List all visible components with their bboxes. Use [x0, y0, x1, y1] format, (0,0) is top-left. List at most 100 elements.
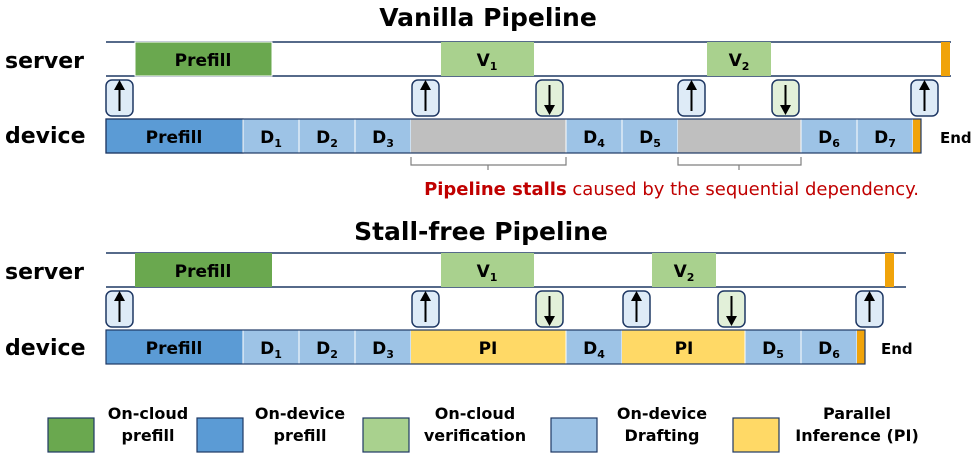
- drafting-block: [298, 118, 356, 154]
- svg-text:D1: D1: [260, 128, 282, 150]
- legend-item-device-drafting: On-device Drafting: [550, 404, 707, 453]
- stallfree-title: Stall-free Pipeline: [354, 217, 608, 246]
- upload-arrow-icon: [622, 290, 651, 328]
- verification-label-1: V: [477, 51, 491, 71]
- svg-text:D6: D6: [818, 339, 840, 361]
- vanilla-server-label: server: [5, 49, 84, 74]
- legend-label: On-device: [617, 404, 707, 423]
- upload-arrow-icon: [411, 290, 440, 328]
- stallfree-server-label: server: [5, 260, 84, 285]
- svg-text:D3: D3: [372, 339, 394, 361]
- legend-label: On-cloud: [435, 404, 515, 423]
- svg-text:V1: V1: [477, 51, 498, 73]
- drafting-block: [565, 118, 623, 154]
- upload-arrow-icon: [677, 79, 706, 117]
- stall-brackets: [410, 157, 802, 170]
- legend-label: prefill: [121, 426, 174, 445]
- stallfree-server-lane: Prefill V1 V2: [106, 252, 906, 288]
- legend-item-cloud-verification: On-cloud verification: [362, 404, 526, 453]
- svg-text:D4: D4: [583, 339, 605, 361]
- legend-item-cloud-prefill: On-cloud prefill: [47, 404, 188, 453]
- end-label: End: [940, 129, 972, 147]
- legend-label: verification: [424, 426, 526, 445]
- legend-label: Inference (PI): [795, 426, 919, 445]
- drafting-block: [744, 329, 802, 365]
- drafting-block: [354, 118, 412, 154]
- download-arrow-icon: [535, 79, 564, 117]
- stall-note: Pipeline stalls caused by the sequential…: [424, 179, 919, 200]
- drafting-block: [856, 118, 914, 154]
- parallel-inference-block: [411, 330, 566, 364]
- download-arrow-icon: [535, 290, 564, 328]
- server-prefill-label: Prefill: [175, 262, 232, 282]
- legend-item-parallel-inference: Parallel Inference (PI): [732, 404, 919, 453]
- svg-text:D2: D2: [316, 339, 338, 361]
- download-arrow-icon: [717, 290, 746, 328]
- svg-text:D5: D5: [762, 339, 784, 361]
- drafting-block: [800, 118, 858, 154]
- drafting-block: [621, 118, 679, 154]
- legend-swatch: [196, 417, 244, 453]
- stallfree-device-label: device: [5, 336, 86, 361]
- svg-text:D3: D3: [372, 128, 394, 150]
- legend-label: prefill: [273, 426, 326, 445]
- stallfree-device-lane: Prefill D1 D2 D3 PI D4 PI D5 D6 End: [105, 329, 913, 365]
- legend-label: Parallel: [823, 404, 891, 423]
- parallel-inference-block: [622, 330, 745, 364]
- drafting-block: [565, 329, 623, 365]
- upload-arrow-icon: [105, 79, 134, 117]
- vanilla-title: Vanilla Pipeline: [379, 3, 597, 32]
- pi-label: PI: [675, 339, 694, 359]
- vanilla-transfer-arrows: [105, 79, 939, 117]
- upload-arrow-icon: [855, 290, 884, 328]
- device-end-marker: [857, 330, 865, 364]
- legend-swatch: [362, 417, 410, 453]
- svg-text:D4: D4: [583, 128, 605, 150]
- server-end-marker: [941, 42, 950, 76]
- server-prefill-label: Prefill: [175, 51, 232, 71]
- verification-sub-1: 1: [490, 60, 498, 73]
- svg-text:D1: D1: [260, 339, 282, 361]
- server-cloud-prefill-block: [135, 253, 272, 287]
- drafting-block: [242, 329, 300, 365]
- vanilla-device-label: device: [5, 124, 86, 149]
- svg-text:D5: D5: [639, 128, 661, 150]
- legend-label: Drafting: [625, 426, 700, 445]
- svg-text:V1: V1: [477, 262, 498, 284]
- vanilla-device-lane: Prefill D1 D2 D3 D4 D5 D6 D7 End: [105, 118, 972, 154]
- svg-text:D2: D2: [316, 128, 338, 150]
- legend-label: On-cloud: [108, 404, 188, 423]
- server-verification-block-1: [441, 253, 534, 287]
- drafting-block: [242, 118, 300, 154]
- legend-item-device-prefill: On-device prefill: [196, 404, 345, 453]
- download-arrow-icon: [771, 79, 800, 117]
- svg-text:V2: V2: [729, 51, 750, 73]
- server-verification-block-1: [441, 42, 534, 76]
- legend-swatch: [47, 417, 95, 453]
- stall-block: [411, 119, 566, 153]
- server-end-marker: [885, 253, 894, 287]
- stall-block: [678, 119, 801, 153]
- device-end-marker: [913, 119, 921, 153]
- end-label: End: [881, 340, 913, 358]
- server-verification-block-2: [652, 253, 716, 287]
- verification-sub-2: 2: [742, 60, 750, 73]
- upload-arrow-icon: [910, 79, 939, 117]
- server-verification-block-2: [707, 42, 771, 76]
- svg-text:D6: D6: [818, 128, 840, 150]
- upload-arrow-icon: [411, 79, 440, 117]
- pi-label: PI: [479, 339, 498, 359]
- upload-arrow-icon: [105, 290, 134, 328]
- vanilla-server-lane: Prefill V1 V2: [106, 41, 951, 77]
- device-prefill-block: [106, 330, 243, 364]
- legend: On-cloud prefill On-device prefill On-cl…: [47, 404, 919, 453]
- server-cloud-prefill-block: [134, 41, 273, 77]
- device-prefill-label: Prefill: [146, 339, 203, 359]
- legend-label: On-device: [255, 404, 345, 423]
- stallfree-transfer-arrows: [105, 290, 884, 328]
- legend-swatch: [732, 417, 780, 453]
- device-prefill-label: Prefill: [146, 128, 203, 148]
- verification-label-2: V: [729, 51, 743, 71]
- legend-swatch: [550, 417, 598, 453]
